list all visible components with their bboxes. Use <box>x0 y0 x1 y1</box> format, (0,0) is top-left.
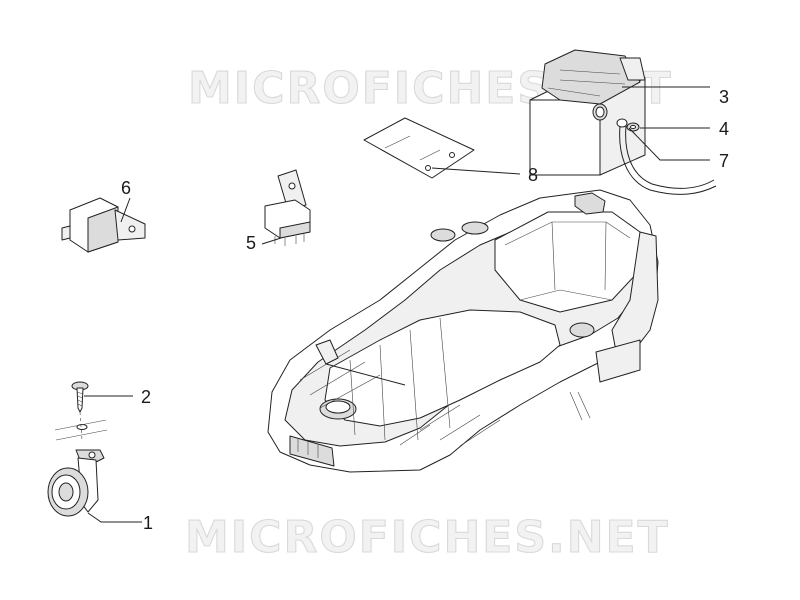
watermark-bottom: MICROFICHES.NET <box>185 512 670 563</box>
callout-3: 3 <box>719 87 729 107</box>
leader-line-7 <box>628 127 710 161</box>
plate-part <box>363 117 521 179</box>
callout-1: 1 <box>143 513 153 533</box>
screw-part <box>54 381 108 441</box>
callout-5: 5 <box>246 233 256 253</box>
callout-4: 4 <box>719 119 729 139</box>
callout-8: 8 <box>528 165 538 185</box>
horn-part <box>47 449 105 517</box>
relay-5-part <box>261 169 311 246</box>
body-shell-part <box>267 189 659 473</box>
nut-part <box>626 122 640 132</box>
callout-6: 6 <box>121 178 131 198</box>
callout-7: 7 <box>719 151 729 171</box>
relay-6-part <box>61 197 146 253</box>
leader-line-1 <box>87 512 142 523</box>
battery-part <box>529 49 646 176</box>
callout-2: 2 <box>141 387 151 407</box>
vent-tube-part <box>616 118 717 195</box>
